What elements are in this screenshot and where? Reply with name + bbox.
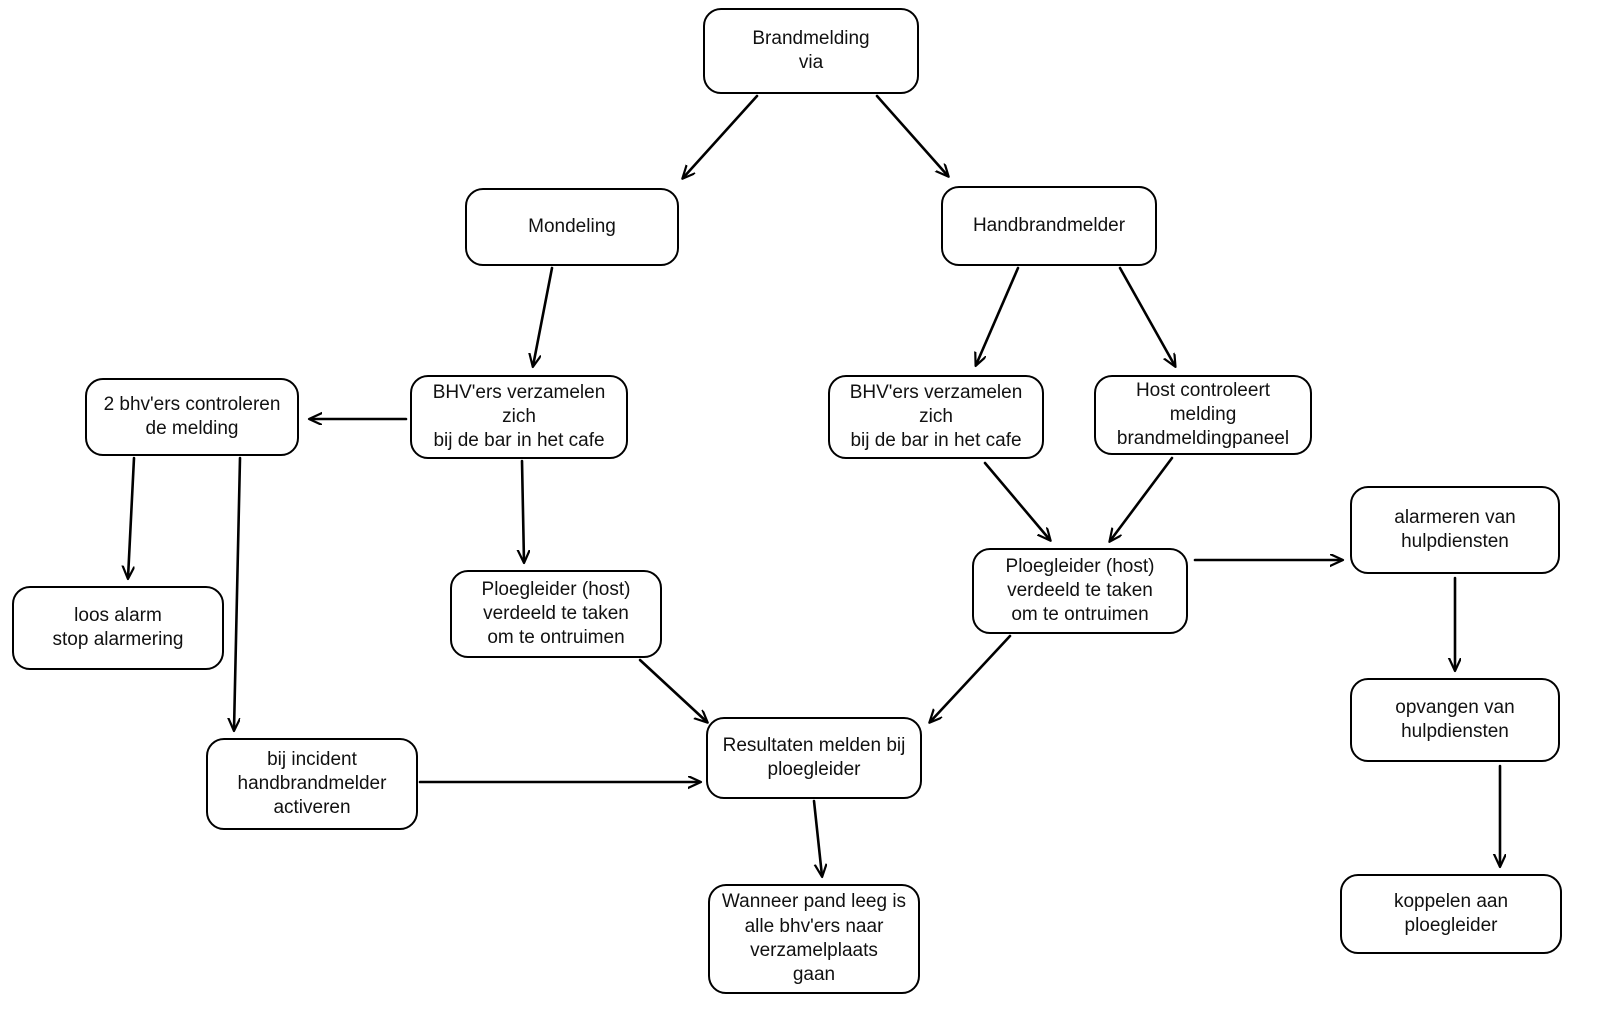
- flow-node-brandmelding_via[interactable]: Brandmelding via: [703, 8, 919, 94]
- flow-edge-bhv_verzamelen_right-to-ploegleider_right: [983, 461, 1050, 540]
- flow-node-resultaten_melden[interactable]: Resultaten melden bij ploegleider: [706, 717, 922, 799]
- flow-node-bij_incident[interactable]: bij incident handbrandmelder activeren: [206, 738, 418, 830]
- flow-edge-handbrandmelder-to-bhv_verzamelen_right: [976, 266, 1020, 365]
- flow-node-label: koppelen aan ploegleider: [1393, 890, 1509, 936]
- flow-node-ploegleider_right[interactable]: Ploegleider (host) verdeeld te taken om …: [972, 548, 1188, 634]
- flow-node-label: BHV'ers verzamelen zich bij de bar in he…: [432, 381, 606, 452]
- flow-edge-ploegleider_left-to-resultaten_melden: [638, 658, 707, 722]
- flow-node-label: Handbrandmelder: [972, 214, 1126, 236]
- flow-node-label: loos alarm stop alarmering: [52, 604, 184, 650]
- flow-node-ploegleider_left[interactable]: Ploegleider (host) verdeeld te taken om …: [450, 570, 662, 658]
- flow-node-bhv_verzamelen_right[interactable]: BHV'ers verzamelen zich bij de bar in he…: [828, 375, 1044, 459]
- flow-edge-bhv_controleren-to-bij_incident: [234, 456, 242, 730]
- flow-node-label: alarmeren van hulpdiensten: [1394, 506, 1516, 552]
- flow-node-label: BHV'ers verzamelen zich bij de bar in he…: [849, 381, 1023, 452]
- flow-node-label: bij incident handbrandmelder activeren: [237, 748, 387, 819]
- flow-node-host_controleert[interactable]: Host controleert melding brandmeldingpan…: [1094, 375, 1312, 455]
- flow-edge-ploegleider_right-to-resultaten_melden: [930, 634, 1012, 722]
- flow-node-handbrandmelder[interactable]: Handbrandmelder: [941, 186, 1157, 266]
- flow-node-label: Mondeling: [528, 215, 616, 237]
- flow-edge-handbrandmelder-to-host_controleert: [1118, 266, 1175, 366]
- flow-node-label: Ploegleider (host) verdeeld te taken om …: [1005, 555, 1155, 626]
- flow-edge-bhv_verzamelen_left-to-ploegleider_left: [522, 459, 524, 562]
- flow-node-loos_alarm[interactable]: loos alarm stop alarmering: [12, 586, 224, 670]
- flow-node-label: Wanneer pand leeg is alle bhv'ers naar v…: [721, 891, 907, 986]
- flow-node-bhv_controleren[interactable]: 2 bhv'ers controleren de melding: [85, 378, 299, 456]
- flow-node-label: 2 bhv'ers controleren de melding: [103, 393, 281, 439]
- flow-node-mondeling[interactable]: Mondeling: [465, 188, 679, 266]
- flow-node-alarmeren[interactable]: alarmeren van hulpdiensten: [1350, 486, 1560, 574]
- flow-node-label: Resultaten melden bij ploegleider: [722, 734, 906, 780]
- flow-node-label: opvangen van hulpdiensten: [1395, 696, 1515, 742]
- flow-edge-brandmelding_via-to-handbrandmelder: [875, 94, 948, 176]
- flow-edge-mondeling-to-bhv_verzamelen_left: [533, 266, 554, 366]
- flow-edge-resultaten_melden-to-wanneer_pand_leeg: [812, 799, 822, 876]
- flow-node-label: Ploegleider (host) verdeeld te taken om …: [481, 578, 631, 649]
- flow-edge-bhv_controleren-to-loos_alarm: [128, 456, 136, 578]
- flow-edge-brandmelding_via-to-mondeling: [683, 94, 759, 178]
- flow-node-label: Brandmelding via: [752, 27, 870, 73]
- flow-node-label: Host controleert melding brandmeldingpan…: [1116, 379, 1290, 450]
- flow-node-bhv_verzamelen_left[interactable]: BHV'ers verzamelen zich bij de bar in he…: [410, 375, 628, 459]
- flow-node-koppelen[interactable]: koppelen aan ploegleider: [1340, 874, 1562, 954]
- flow-node-opvangen[interactable]: opvangen van hulpdiensten: [1350, 678, 1560, 762]
- flow-node-wanneer_pand_leeg[interactable]: Wanneer pand leeg is alle bhv'ers naar v…: [708, 884, 920, 994]
- flow-edge-host_controleert-to-ploegleider_right: [1110, 456, 1174, 541]
